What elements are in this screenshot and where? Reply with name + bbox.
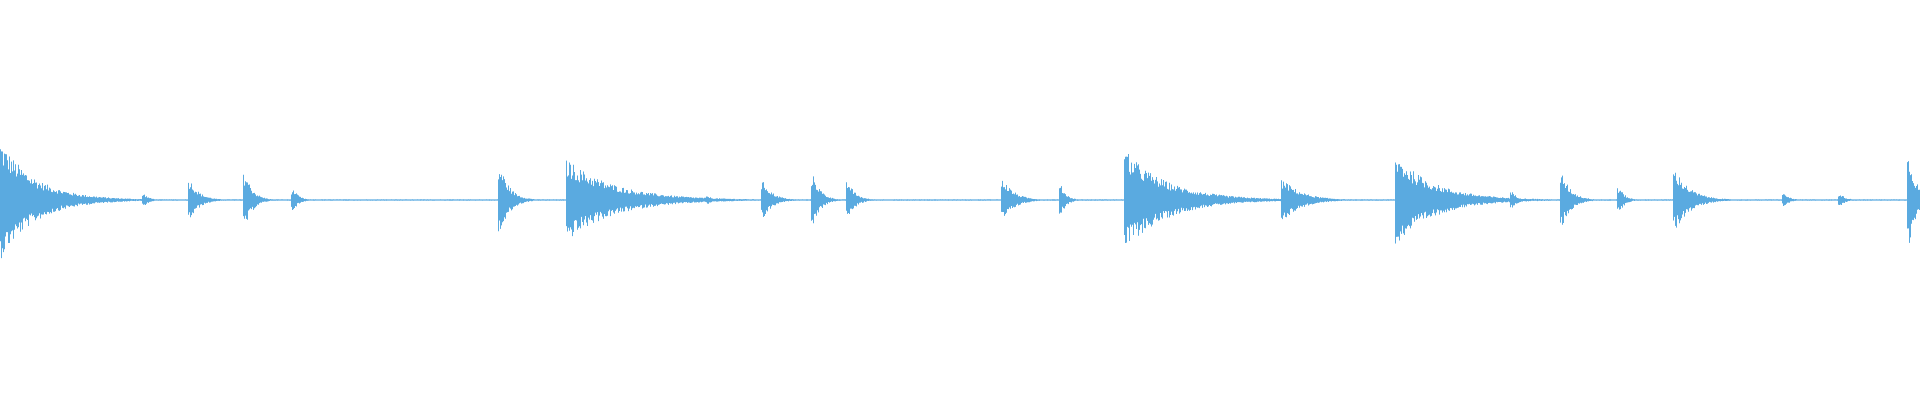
waveform-path [0, 149, 1920, 259]
waveform-samples [0, 149, 1920, 259]
